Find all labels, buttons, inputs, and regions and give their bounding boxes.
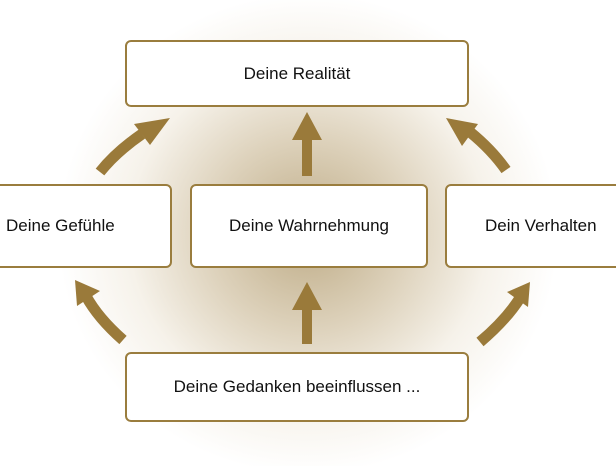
box-behavior-label: Dein Verhalten <box>485 216 597 235</box>
box-reality-label: Deine Realität <box>243 63 351 83</box>
arrow-curve-left-lower <box>81 293 127 345</box>
arrow-up-center-to-top <box>292 112 322 176</box>
arrow-up-bottom-to-center <box>292 282 322 344</box>
arrow-curve-right-lower <box>476 294 525 347</box>
box-feelings: Deine Gefühle <box>0 184 172 268</box>
box-reality: Deine Realität <box>125 40 469 107</box>
arrow-head-right-lower <box>507 282 530 307</box>
arrow-curve-right-upper <box>466 127 511 174</box>
box-thoughts-label: Deine Gedanken beeinflussen ... <box>173 377 421 396</box>
box-perception: Deine Wahrnehmung <box>190 184 428 268</box>
arrow-head-left-lower <box>75 280 100 306</box>
box-perception-label: Deine Wahrnehmung <box>228 216 389 235</box>
arrow-curve-left-upper <box>95 129 146 176</box>
box-behavior: Dein Verhalten <box>445 184 616 268</box>
arrow-head-left-upper <box>134 118 170 145</box>
arrow-head-right-upper <box>446 118 478 146</box>
box-thoughts: Deine Gedanken beeinflussen ... <box>125 352 469 422</box>
box-feelings-label: Deine Gefühle <box>6 216 115 235</box>
